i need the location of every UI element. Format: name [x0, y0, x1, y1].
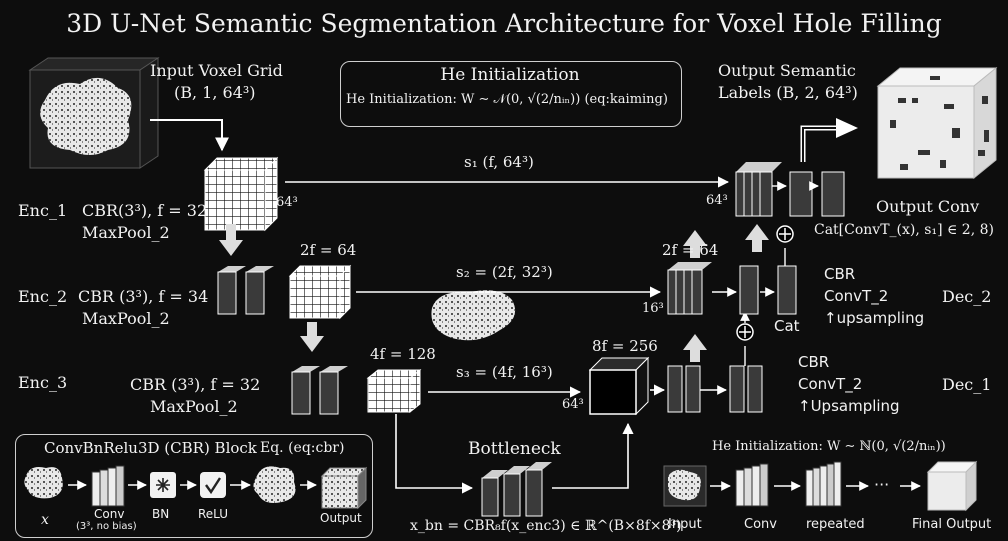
he-strip-final: Final Output: [912, 517, 992, 532]
dec2-up-arrow-2: [745, 224, 769, 252]
bottleneck-formula: x_bn = CBR₈f(x_enc3) ∈ ℝ^(B×8f×8³): [410, 518, 682, 534]
cbr-block-title: ConvBnRelu3D (CBR) Block: [44, 439, 257, 457]
he-input-icon: [663, 465, 707, 507]
dec2-concat-icon: [776, 225, 794, 266]
output-shape: Labels (B, 2, 64³): [718, 83, 858, 102]
dec2-name: Dec_2: [942, 287, 992, 306]
bottleneck-features: 8f = 256: [592, 337, 658, 355]
cbr-block-eq: Eq. (eq:cbr): [260, 440, 345, 456]
he-strip-repeated: repeated: [806, 517, 865, 532]
dec2-features: 2f = 64: [662, 241, 719, 259]
he-box-title: He Initialization: [440, 65, 580, 85]
he-strip-input: Input: [668, 517, 702, 532]
skip-s1-label: s₁ (f, 64³): [464, 153, 534, 171]
dec1-up-arrow: [683, 334, 707, 362]
he-final-cube-icon: [926, 460, 978, 512]
skip-s2-label: s₂ = (2f, 32³): [456, 263, 553, 281]
cbr-x-label: x: [41, 512, 49, 528]
output-label: Output Semantic: [718, 61, 856, 80]
cbr-input-icon: [24, 467, 63, 499]
dec1-blocks: [667, 365, 763, 413]
output-dim: 64³: [706, 193, 728, 208]
enc3-features: 4f = 128: [370, 345, 436, 363]
enc3-desc: CBR (3³), f = 32: [130, 375, 261, 394]
enc3-cube-icon: [366, 368, 422, 414]
bottleneck-label: Bottleneck: [468, 439, 561, 459]
cbr-conv-sub: (3³, no bias): [76, 521, 137, 532]
dec1-concat-icon: [736, 311, 754, 366]
he-strip-conv: Conv: [744, 517, 777, 532]
bottleneck-cube-icon: [588, 356, 650, 416]
enc2-down-arrow: [300, 322, 324, 352]
enc1-dim: 64³: [276, 195, 298, 210]
bottleneck-to-cube-path: [552, 422, 634, 489]
he-strip-title: He Initialization: W ∼ ℕ(0, √(2/nᵢₙ)): [712, 439, 946, 454]
output-voxel-cube-icon: [876, 66, 998, 180]
feature-blob-icon: [431, 290, 516, 341]
cbr-feature-icon: [253, 466, 296, 503]
dec2-blocks: [667, 262, 797, 315]
enc1-pool: MaxPool_2: [82, 223, 170, 242]
input-to-enc1-arrow: [150, 119, 229, 152]
output-arrow: [800, 118, 858, 162]
enc1-desc: CBR(3³), f = 32: [82, 201, 208, 220]
cbr-bn-label: BN: [152, 507, 170, 521]
cbr-output-label: Output: [320, 511, 362, 525]
dec1-l3: ↑Upsampling: [798, 397, 900, 415]
enc1-cube-icon: [203, 156, 279, 232]
cbr-conv-label: Conv: [94, 507, 125, 521]
enc3-pool: MaxPool_2: [150, 397, 238, 416]
he-conv-icon: [735, 463, 769, 507]
enc2-name: Enc_2: [18, 287, 68, 306]
dec2-cat-label: Cat: [774, 317, 800, 335]
enc1-name: Enc_1: [18, 201, 68, 220]
skip-s3-label: s₃ = (4f, 16³): [456, 363, 553, 381]
page-title: 3D U-Net Semantic Segmentation Architect…: [66, 9, 942, 38]
dec2-l1: CBR: [824, 265, 856, 283]
input-shape: (B, 1, 64³): [174, 83, 256, 102]
enc2-desc: CBR (3³), f = 34: [78, 287, 209, 306]
he-strip-dots: ···: [874, 475, 890, 494]
dec1-l1: CBR: [798, 353, 830, 371]
he-init-panel: [340, 61, 682, 127]
enc2-cube-icon: [288, 264, 352, 320]
enc3-name: Enc_3: [18, 373, 68, 392]
he-repeated-icon: [805, 461, 842, 507]
input-label: Input Voxel Grid: [150, 61, 283, 80]
cbr-relu-label: ReLU: [198, 507, 229, 521]
enc2-pool: MaxPool_2: [82, 309, 170, 328]
he-box-formula: He Initialization: W ∼ 𝒩(0, √(2/nᵢₙ)) (e…: [346, 92, 668, 107]
cbr-output-cube-icon: [320, 466, 368, 510]
output-conv-label: Output Conv: [876, 197, 980, 216]
enc3-to-bottleneck-path: [395, 414, 474, 494]
bn-icon: [150, 472, 176, 498]
dec2-l3: ↑upsampling: [824, 309, 925, 327]
cbr-block-panel: [15, 434, 373, 538]
enc2-conv-blocks: [217, 266, 274, 315]
bottleneck-dim: 64³: [562, 397, 584, 412]
bottleneck-blocks: [481, 462, 552, 517]
enc2-features: 2f = 64: [300, 241, 357, 259]
input-voxel-grid-icon: [28, 57, 160, 169]
dec1-l2: ConvT_2: [798, 375, 863, 393]
output-cat-formula: Cat[ConvT_(x), s₁] ∈ 2, 8): [814, 222, 994, 238]
dec2-dim: 16³: [642, 301, 664, 316]
relu-icon: [200, 472, 226, 498]
cbr-conv-icon: [91, 465, 125, 507]
enc1-down-arrow: [219, 224, 243, 256]
enc3-conv-blocks: [291, 366, 348, 415]
output-conv-blocks: [735, 162, 845, 217]
dec2-up-arrow: [683, 230, 707, 258]
dec1-name: Dec_1: [942, 375, 992, 394]
dec2-l2: ConvT_2: [824, 287, 889, 305]
